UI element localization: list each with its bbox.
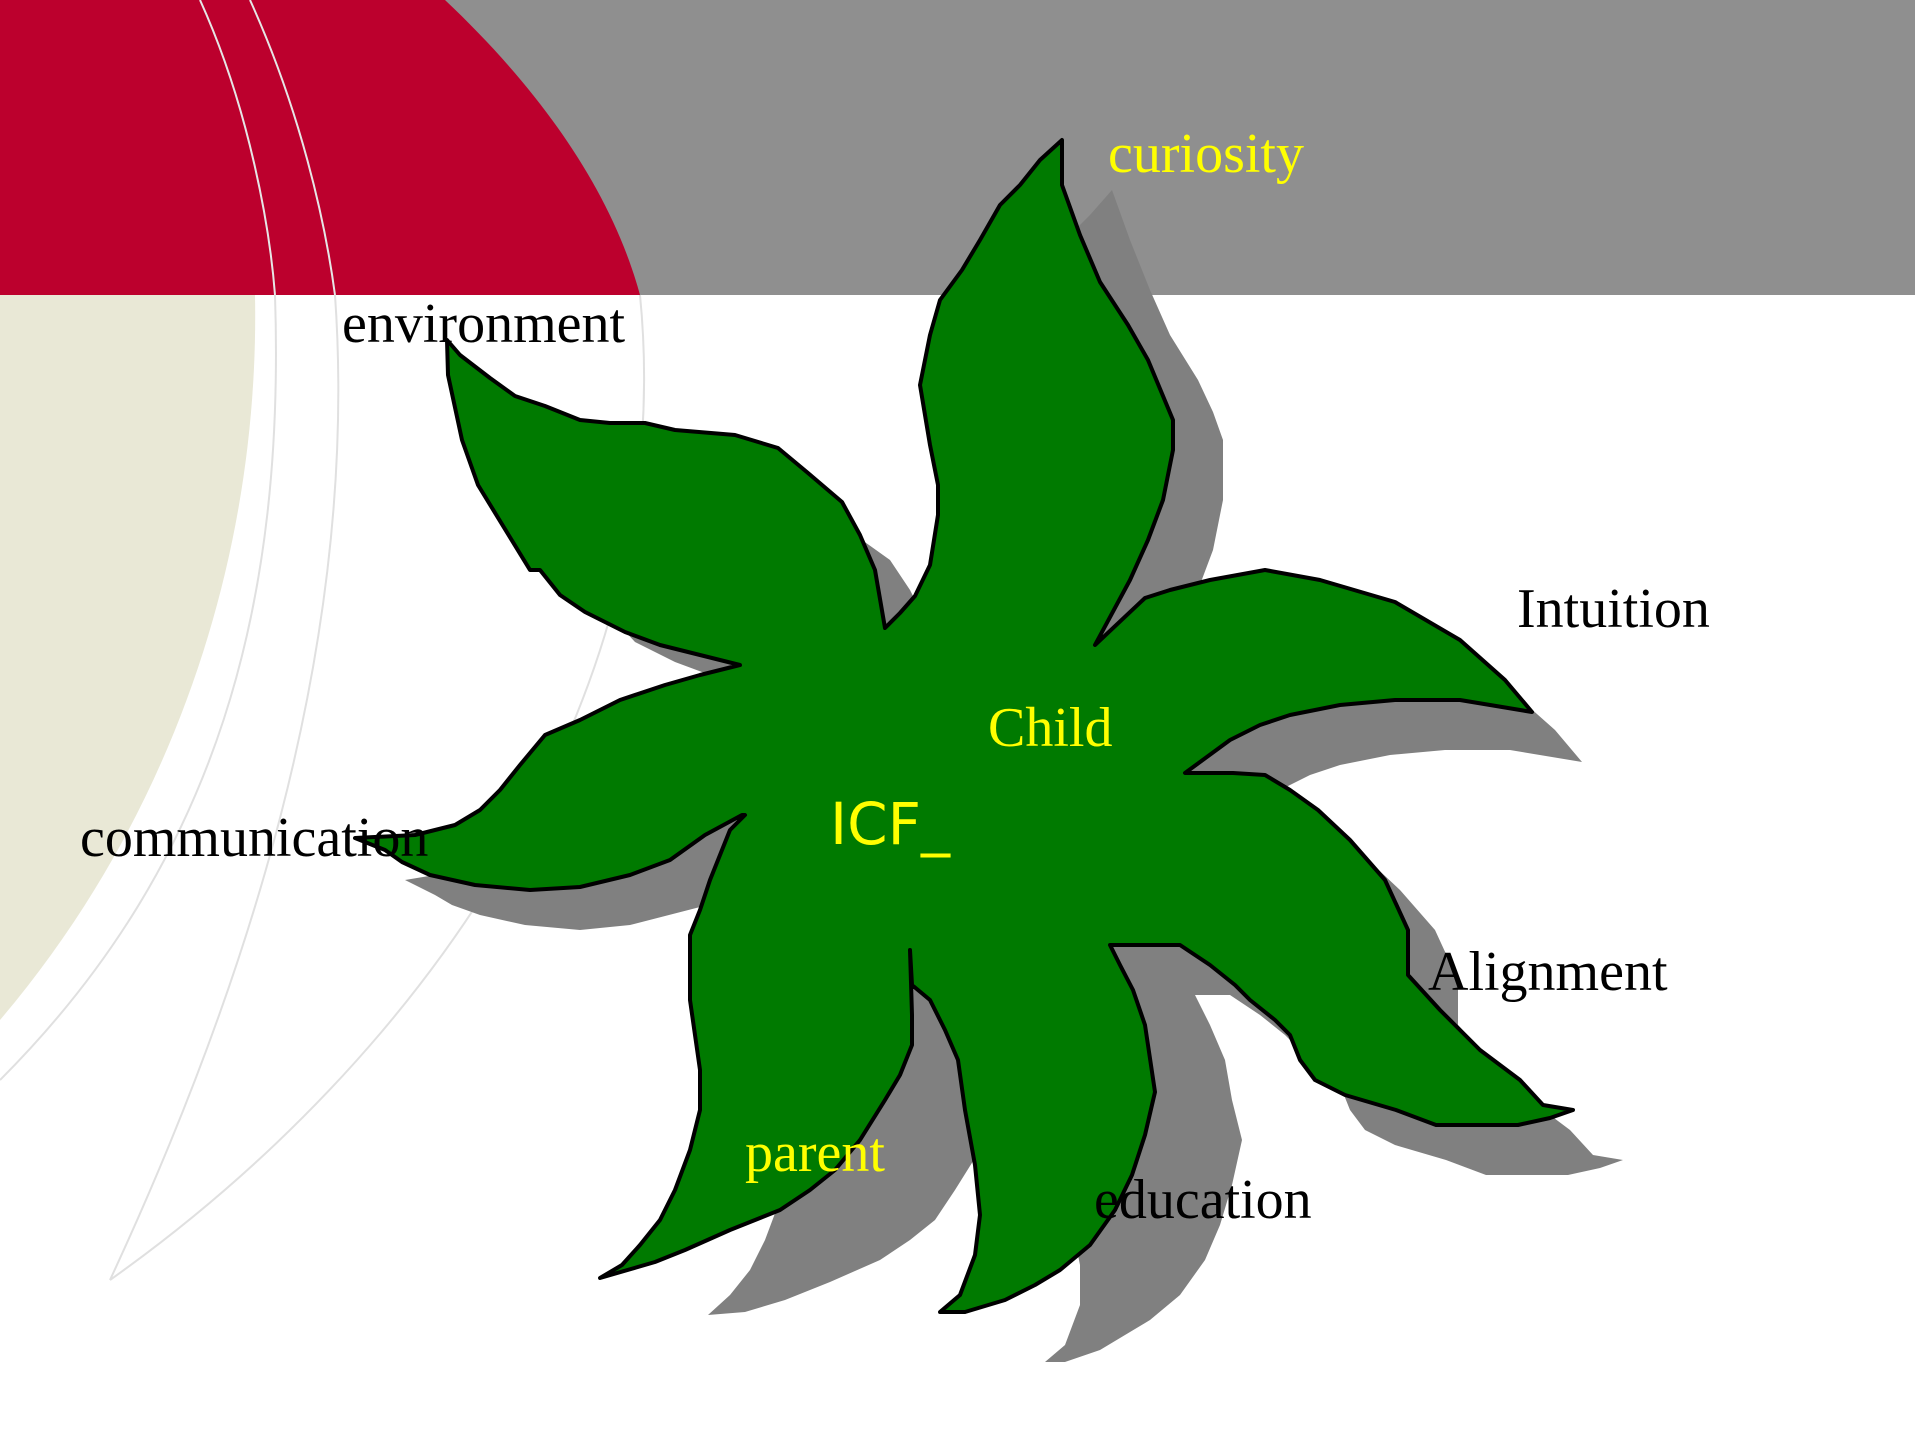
- decorative-arc-line-1: [199, 0, 276, 296]
- label-curiosity: curiosity: [1108, 123, 1304, 185]
- decorative-arc-line-4: [109, 294, 340, 1281]
- label-intuition: Intuition: [1517, 578, 1710, 640]
- label-parent: parent: [745, 1122, 885, 1184]
- decorative-arc-line-2: [249, 0, 336, 296]
- label-child: Child: [988, 697, 1113, 759]
- star-shape: [353, 138, 1575, 1314]
- header-red-arc: [0, 0, 640, 295]
- decorative-arc-line-3: [0, 294, 277, 1081]
- label-education: education: [1094, 1169, 1312, 1231]
- beige-swoosh: [0, 295, 256, 1020]
- label-icf-center: ICF_: [830, 790, 950, 858]
- label-environment: environment: [342, 293, 626, 355]
- label-alignment: Alignment: [1428, 941, 1668, 1003]
- label-communication: communication: [80, 807, 429, 869]
